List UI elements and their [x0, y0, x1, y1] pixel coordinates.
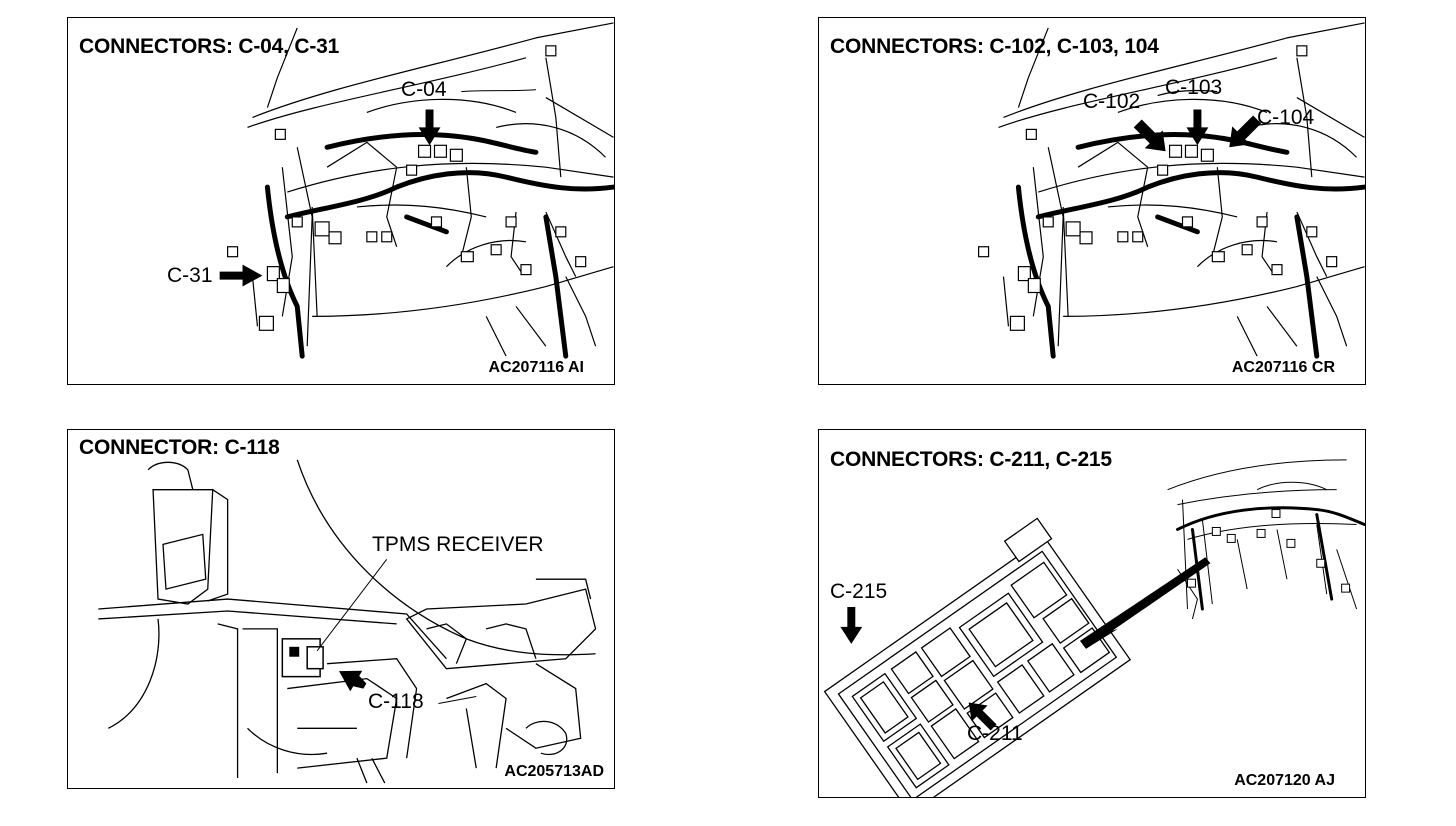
connector-label-c31: C-31	[167, 264, 213, 287]
diagram-panel-c211-c215: CONNECTORS: C-211, C-215 C-215 C-211 AC2…	[818, 429, 1366, 798]
connector-label-c118: C-118	[368, 690, 424, 713]
figure-code: AC207116 AI	[488, 359, 584, 376]
diagram-panel-c102-c103-c104: CONNECTORS: C-102, C-103, 104 C-102 C-10…	[818, 17, 1366, 385]
figure-code: AC205713AD	[504, 763, 604, 780]
dashboard-harness-illustration	[978, 22, 1365, 359]
panel-title: CONNECTORS: C-211, C-215	[830, 448, 1112, 471]
figure-code: AC207116 CR	[1231, 359, 1335, 376]
panel-title: CONNECTORS: C-04, C-31	[79, 35, 340, 58]
connector-label-c102: C-102	[1083, 90, 1141, 113]
figure-code: AC207120 AJ	[1234, 772, 1335, 789]
connector-label-c104: C-104	[1257, 106, 1315, 129]
connector-label-c215: C-215	[830, 580, 888, 603]
diagram-panel-c04-c31: CONNECTORS: C-04, C-31 C-04 C-31 AC20711…	[67, 17, 615, 385]
connector-label-c103: C-103	[1165, 76, 1223, 99]
tpms-receiver-label: TPMS RECEIVER	[372, 533, 544, 556]
connector-label-c04: C-04	[401, 78, 447, 101]
junction-block-illustration	[823, 459, 1365, 797]
dashboard-harness-illustration	[219, 22, 614, 359]
panel-title: CONNECTOR: C-118	[79, 436, 280, 459]
connector-label-c211: C-211	[967, 722, 1023, 745]
tpms-receiver-illustration	[98, 459, 597, 784]
panel-title: CONNECTORS: C-102, C-103, 104	[830, 35, 1159, 58]
diagram-panel-c118: CONNECTOR: C-118 TPMS RECEIVER C-118 AC2…	[67, 429, 615, 789]
